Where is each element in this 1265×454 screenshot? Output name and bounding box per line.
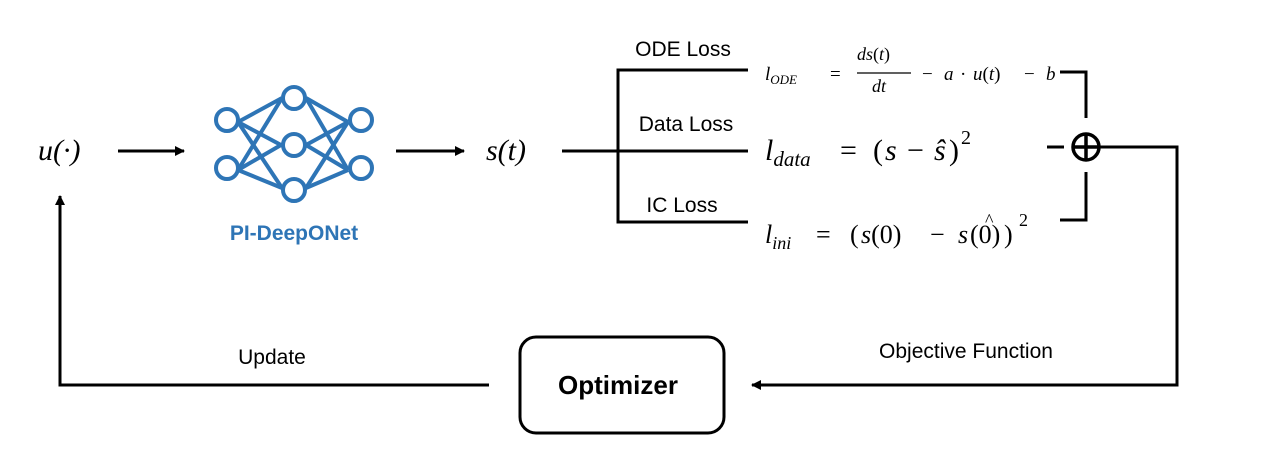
output-node-2 — [348, 155, 374, 181]
sum-operator — [1071, 132, 1101, 162]
objective-function-label: Objective Function — [879, 340, 1053, 363]
input-node-2 — [214, 155, 240, 181]
data-loss-equation: ldata = ( s − ŝ ) 2 — [765, 127, 971, 171]
ode-loss-label: ODE Loss — [635, 38, 731, 61]
network-connections — [236, 96, 350, 190]
neural-network-icon — [214, 85, 374, 203]
optimizer-box — [518, 335, 726, 435]
ode-loss-equation: lODE = ds(t) dt − a · u(t) − b — [765, 44, 1056, 96]
loss-sum-bracket — [1047, 70, 1088, 222]
svg-text:): ) — [949, 134, 959, 167]
svg-text:ldata: ldata — [765, 134, 811, 171]
svg-text:(: ( — [873, 134, 883, 167]
svg-text:): ) — [1004, 220, 1013, 249]
svg-text:lODE: lODE — [765, 64, 797, 87]
svg-text:·: · — [960, 64, 966, 85]
svg-text:ds(t): ds(t) — [857, 44, 890, 65]
svg-text:2: 2 — [1019, 210, 1028, 230]
svg-text:s(0): s(0) — [861, 220, 901, 249]
hidden-node-2 — [281, 132, 307, 158]
input-function-label: u(·) — [38, 134, 80, 167]
svg-text:−: − — [1024, 64, 1035, 85]
svg-text:s: s — [958, 220, 968, 249]
network-name: PI-DeepONet — [230, 222, 358, 245]
svg-text:−: − — [922, 64, 933, 85]
svg-text:−: − — [907, 134, 924, 167]
svg-text:a: a — [944, 64, 954, 85]
data-loss-label: Data Loss — [639, 113, 734, 136]
svg-text:s: s — [885, 134, 897, 167]
arrow-update-to-input — [55, 195, 489, 387]
output-node-1 — [348, 107, 374, 133]
svg-text:lini: lini — [765, 220, 791, 253]
svg-text:dt: dt — [872, 76, 887, 96]
svg-text:2: 2 — [961, 127, 971, 149]
ic-loss-equation: lini = ( s(0) − s (0) ^ ) 2 — [765, 210, 1028, 253]
svg-text:−: − — [930, 220, 945, 249]
svg-text:b: b — [1046, 64, 1056, 85]
svg-text:=: = — [830, 64, 841, 85]
hidden-node-3 — [281, 177, 307, 203]
svg-text:ŝ: ŝ — [934, 134, 946, 167]
loss-branch-lines — [562, 68, 748, 224]
ic-loss-label: IC Loss — [646, 194, 717, 217]
svg-text:=: = — [840, 134, 857, 167]
update-label: Update — [238, 346, 306, 369]
svg-text:(0): (0) — [970, 220, 1000, 249]
arrow-objective-to-optimizer — [751, 145, 1179, 390]
svg-text:^: ^ — [985, 210, 994, 230]
svg-text:u(t): u(t) — [973, 64, 1000, 85]
svg-text:(: ( — [850, 220, 859, 249]
input-node-1 — [214, 107, 240, 133]
svg-text:=: = — [816, 220, 831, 249]
optimizer-label: Optimizer — [558, 370, 678, 400]
output-function-label: s(t) — [486, 134, 526, 167]
hidden-node-1 — [281, 85, 307, 111]
